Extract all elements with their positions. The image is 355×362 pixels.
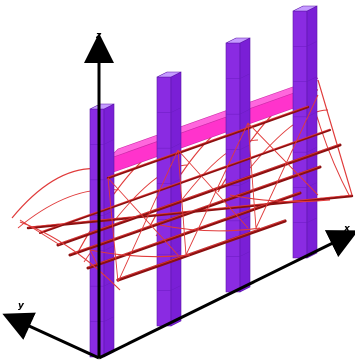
longitudinal-tube-6 [116, 219, 287, 282]
column-top-face [292, 5, 318, 12]
diagonal-cable [117, 149, 179, 283]
longitudinal-tube-2 [39, 129, 331, 234]
diagonal-cable [177, 149, 249, 229]
column-segment-line [103, 245, 115, 251]
y-axis-label: y [18, 301, 25, 311]
axes-triad: z y x [2, 31, 355, 360]
diagonal-cable [247, 122, 319, 196]
z-axis-label: z [95, 31, 102, 41]
column-front-face [156, 76, 172, 327]
column-segment-line [170, 142, 182, 149]
column-segment-line [306, 76, 318, 82]
diagonal-cable [247, 122, 257, 229]
diagonal-cable [107, 177, 119, 283]
front-arc-cable [89, 249, 191, 258]
column-segment-line [170, 107, 182, 113]
column-2 [156, 71, 182, 327]
column-segment-line [239, 180, 251, 186]
column-segment-line [239, 73, 251, 79]
column-segment-line [239, 108, 251, 115]
y-axis-line [2, 312, 100, 360]
diagonal-cable [107, 177, 179, 256]
x-axis-line [98, 230, 355, 360]
front-arc-cable [19, 221, 121, 291]
column-segment-line [170, 178, 182, 184]
tube-highlight [107, 105, 309, 178]
column-segment-line [103, 210, 115, 216]
x-axis-label: x [343, 224, 351, 234]
column-segment-line [239, 251, 251, 257]
column-top-face [225, 37, 251, 44]
top-beam-side-face [107, 87, 309, 175]
tube-highlight [27, 194, 353, 228]
column-segment-line [306, 182, 318, 188]
top-beam-top-face [107, 77, 319, 160]
front-arc-cable [159, 224, 261, 232]
column-segment-line [239, 144, 251, 150]
diagonal-cable [255, 94, 319, 229]
column-segment-line [306, 217, 318, 223]
column-segment-line [170, 285, 182, 291]
longitudinal-tube-7 [106, 105, 310, 180]
column-segment-line [103, 316, 115, 322]
tube-highlight [117, 219, 286, 280]
column-4 [292, 5, 318, 259]
front-arc-cable [229, 194, 331, 203]
column-front-face [225, 42, 241, 293]
column-3 [225, 37, 251, 293]
column-segment-line [239, 215, 251, 222]
column-segment-line [103, 139, 115, 145]
longitudinal-tube-3 [56, 143, 342, 247]
diagonal-cable [177, 149, 187, 256]
tube-highlight [39, 128, 331, 233]
longitudinal-tube-4 [68, 165, 322, 257]
tube-highlight [57, 143, 341, 245]
top-beam [107, 77, 319, 175]
column-segment-line [306, 146, 318, 153]
column-top-face [156, 71, 182, 78]
roof-cable-net-front [19, 94, 354, 291]
end-cable [317, 79, 353, 196]
diagonal-cable [185, 122, 249, 256]
column-segment-line [306, 41, 318, 47]
